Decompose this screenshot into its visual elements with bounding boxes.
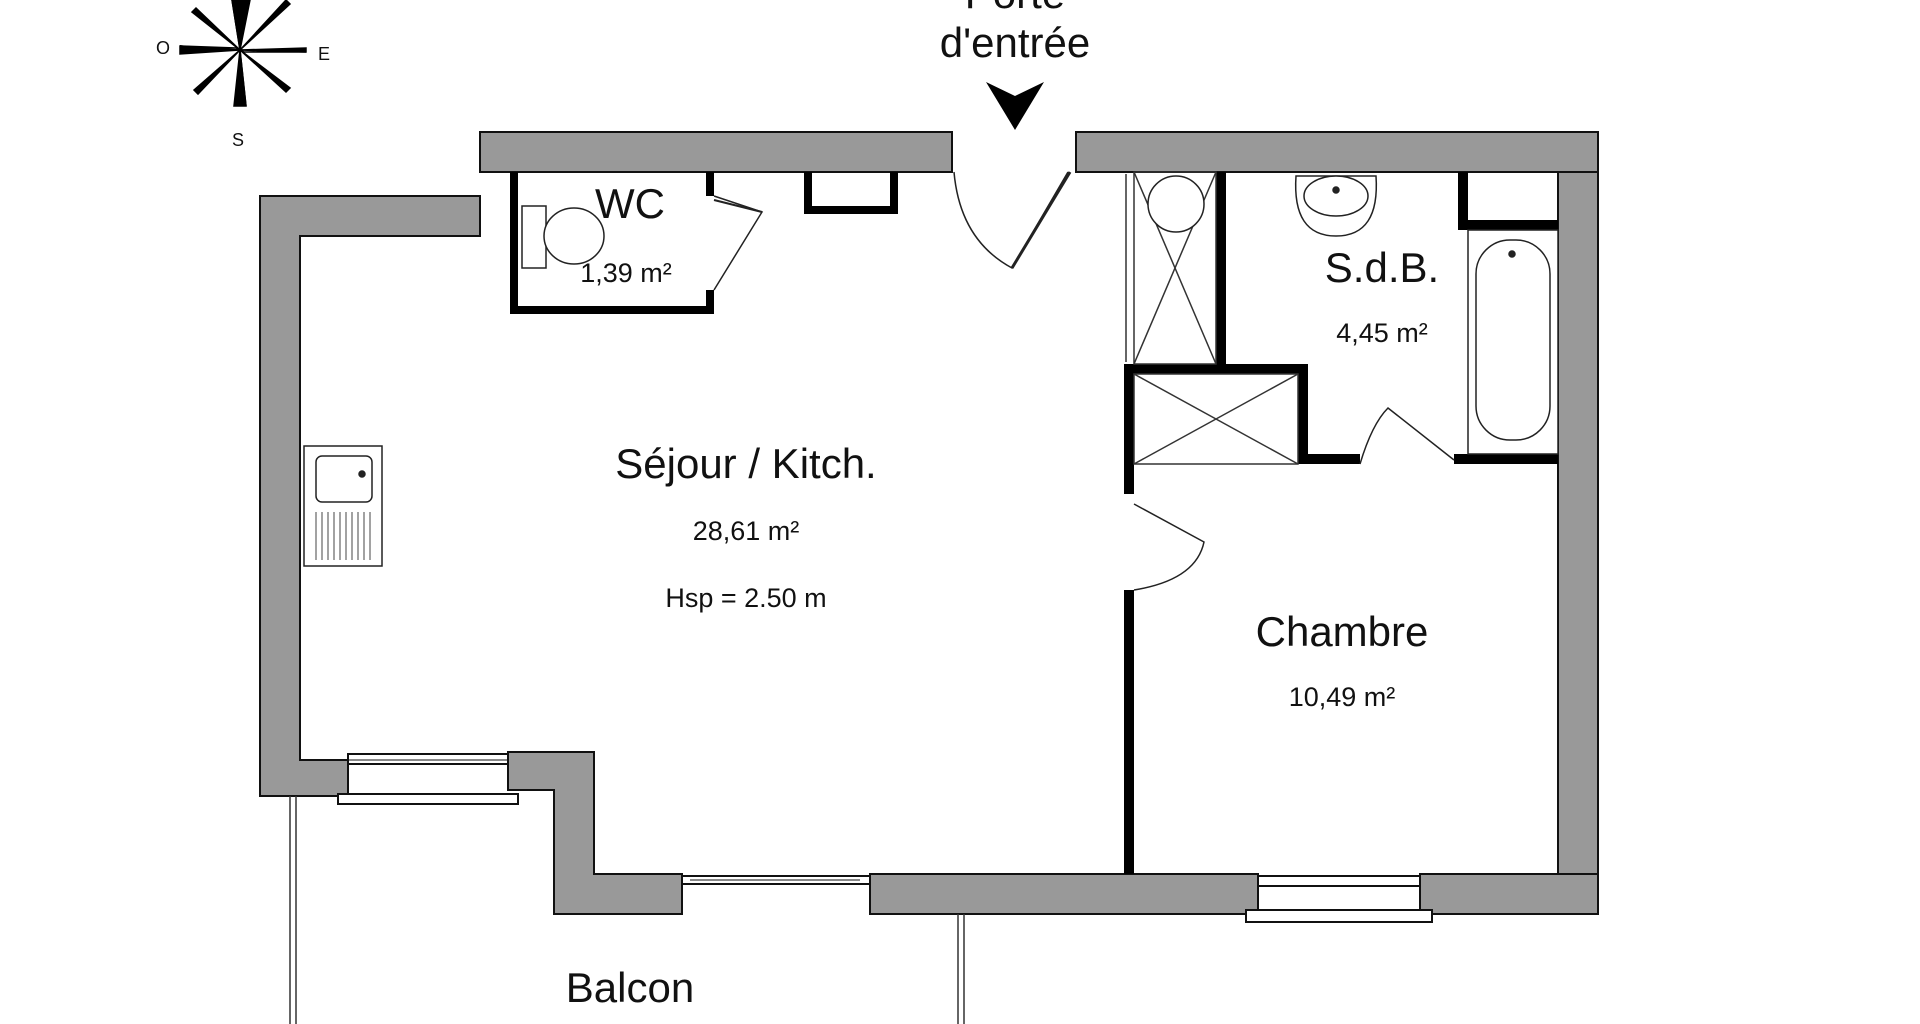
windows (337, 753, 1433, 923)
wc-name: WC (595, 180, 665, 227)
sejour-ceiling-height: Hsp = 2.50 m (665, 583, 826, 613)
wall-right (1557, 171, 1599, 915)
wall-bottom-middle (869, 873, 1259, 915)
compass-west-label: O (156, 38, 170, 58)
bathroom-sink-icon (1294, 175, 1378, 237)
toilet-icon (521, 205, 605, 269)
compass-rose-icon: O E S (156, 0, 330, 150)
sdb-area: 4,45 m² (1336, 318, 1428, 348)
compass-east-label: E (318, 44, 330, 64)
bathtub-icon (1467, 229, 1559, 455)
entrance-label-top: Porte (965, 0, 1065, 17)
window-chambre (1257, 875, 1421, 887)
wall-bottom-left-notch (507, 751, 683, 915)
balcon-name: Balcon (566, 964, 694, 1011)
window-left-sill (337, 793, 519, 805)
boiler-icon (1147, 175, 1205, 233)
kitchen-sink-drainer (315, 512, 371, 560)
sejour-name: Séjour / Kitch. (615, 440, 876, 487)
compass-south-label: S (232, 130, 244, 150)
wall-top-left (479, 131, 953, 173)
entrance-door (953, 171, 1069, 270)
fixtures (303, 175, 1559, 567)
sdb-door (1359, 406, 1455, 465)
balcony-rails (289, 796, 965, 1024)
window-chambre-sill (1245, 909, 1433, 923)
wall-top-right (1075, 131, 1599, 173)
entrance-arrow-icon (986, 82, 1044, 130)
chambre-door (1133, 503, 1205, 591)
sejour-area: 28,61 m² (693, 516, 800, 546)
wc-area: 1,39 m² (580, 258, 672, 288)
chambre-area: 10,49 m² (1289, 682, 1396, 712)
outer-walls (259, 131, 1599, 915)
kitchen-sink-icon (303, 445, 383, 567)
entrance-label-bottom: d'entrée (940, 19, 1090, 66)
doors (713, 171, 1455, 591)
chambre-name: Chambre (1256, 608, 1429, 655)
window-left-balcony (347, 753, 509, 765)
sdb-name: S.d.B. (1325, 244, 1439, 291)
inner-walls (510, 172, 1558, 874)
wall-bottom-right (1419, 873, 1599, 915)
